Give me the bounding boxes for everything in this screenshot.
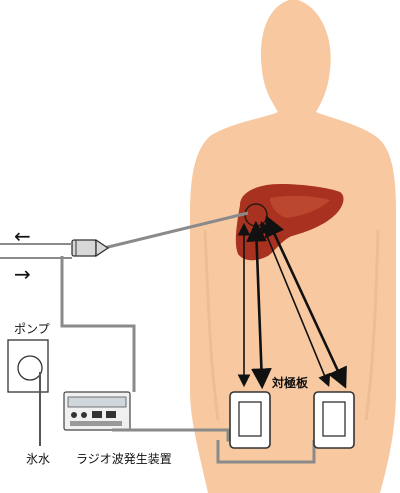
inflow-arrow-glyph: → [14, 262, 31, 286]
counter-plate-right [313, 391, 355, 449]
probe-line [103, 211, 249, 250]
counter-plate-left [229, 391, 271, 449]
liver-highlight [270, 195, 330, 218]
ice-water-label: 氷水 [26, 452, 51, 466]
current-arrow-4 [265, 215, 347, 389]
counter-plates-label: 対極板 [272, 376, 309, 390]
pump-label: ポンプ [14, 322, 50, 336]
generator-wire [112, 428, 230, 442]
rf-generator-label: ラジオ波発生装置 [76, 452, 172, 466]
plates-wire [216, 440, 316, 464]
rf-generator-device [63, 391, 131, 431]
pump-tube [60, 256, 136, 392]
outflow-arrow-glyph: ← [14, 224, 31, 248]
body-shadow-left [203, 229, 220, 421]
needle-probe [71, 238, 110, 258]
pump-rotor [17, 355, 43, 381]
body-shadow-right [364, 229, 380, 421]
